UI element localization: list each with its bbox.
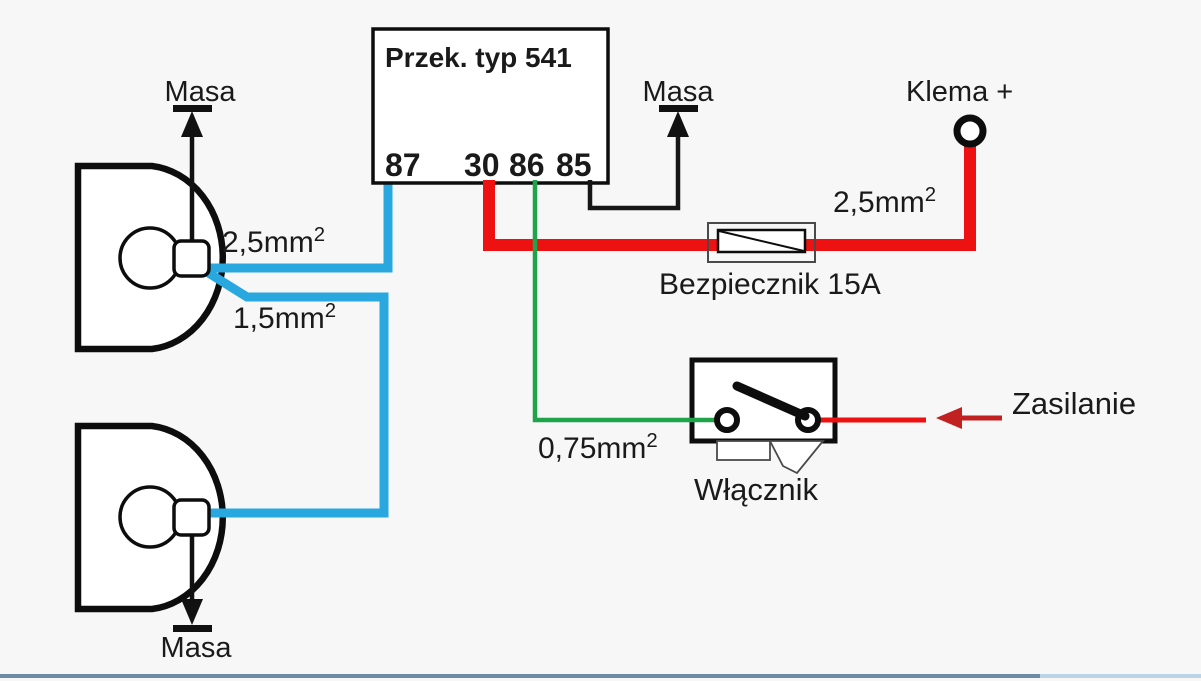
fuse-outer-box — [707, 222, 816, 263]
relay-terminal-87: 87 — [385, 147, 421, 183]
ground-label-bottom: Masa — [160, 632, 232, 664]
ground-bar-middle-icon — [659, 105, 698, 112]
wire-green-switch — [532, 180, 718, 423]
relay-title: Przek. typ 541 — [385, 42, 572, 73]
switch-contact-left-icon — [714, 407, 740, 433]
switch-lever-icon — [732, 381, 810, 421]
gauge-bottom-base: 1,5mm — [233, 302, 325, 335]
gauge-label-top-lamp: 2,5mm2 — [222, 224, 326, 259]
gauge-label-battery: 2,5mm2 — [833, 184, 937, 219]
gauge-battery-base: 2,5mm — [833, 186, 925, 219]
gauge-top-base: 2,5mm — [222, 226, 314, 259]
window-bottom-edge — [0, 674, 1201, 678]
gauge-label-bottom-lamp: 1,5mm2 — [233, 300, 337, 335]
bulb-top-icon — [118, 226, 182, 290]
ground-bar-bottom-icon — [173, 625, 212, 632]
wire-blue-top-lamp — [206, 180, 393, 273]
ground-bar-top-icon — [173, 105, 212, 112]
ground-arrow-middle-icon — [667, 111, 689, 137]
switch-tab-icon — [716, 440, 771, 461]
power-arrow-head-icon — [936, 407, 962, 429]
gauge-bottom-sup: 2 — [324, 300, 337, 322]
wire-black-coil-ground — [587, 130, 681, 211]
power-feed-label: Zasilanie — [1012, 386, 1137, 421]
relay-box — [371, 27, 610, 185]
gauge-top-sup: 2 — [313, 224, 326, 246]
switch-label: Włącznik — [694, 472, 819, 507]
battery-terminal-label: Klema + — [906, 76, 1014, 108]
ground-label-middle: Masa — [642, 76, 714, 108]
fuse-diagonal-icon — [718, 230, 805, 252]
socket-top-lamp — [172, 239, 211, 278]
switch-bracket-icon — [768, 440, 825, 475]
gauge-label-switch: 0,75mm2 — [538, 430, 658, 465]
socket-bottom-lamp — [172, 498, 211, 537]
window-bottom-edge-dark — [0, 674, 1040, 678]
gauge-switch-sup: 2 — [646, 430, 658, 452]
gauge-battery-sup: 2 — [924, 184, 937, 206]
bulb-bottom-icon — [118, 485, 182, 549]
ground-arrow-top-icon — [181, 111, 203, 137]
relay-terminal-85: 85 — [556, 147, 592, 183]
wire-blue-bottom-lamp — [204, 268, 389, 518]
relay-terminal-30: 30 — [464, 147, 500, 183]
gauge-switch-base: 0,75mm — [538, 432, 647, 465]
ground-label-top: Masa — [164, 76, 236, 108]
relay-terminal-86: 86 — [509, 147, 545, 183]
battery-clamp-icon — [953, 114, 987, 148]
ground-arrow-bottom-icon — [181, 599, 203, 625]
fuse-label: Bezpiecznik 15A — [659, 268, 881, 301]
